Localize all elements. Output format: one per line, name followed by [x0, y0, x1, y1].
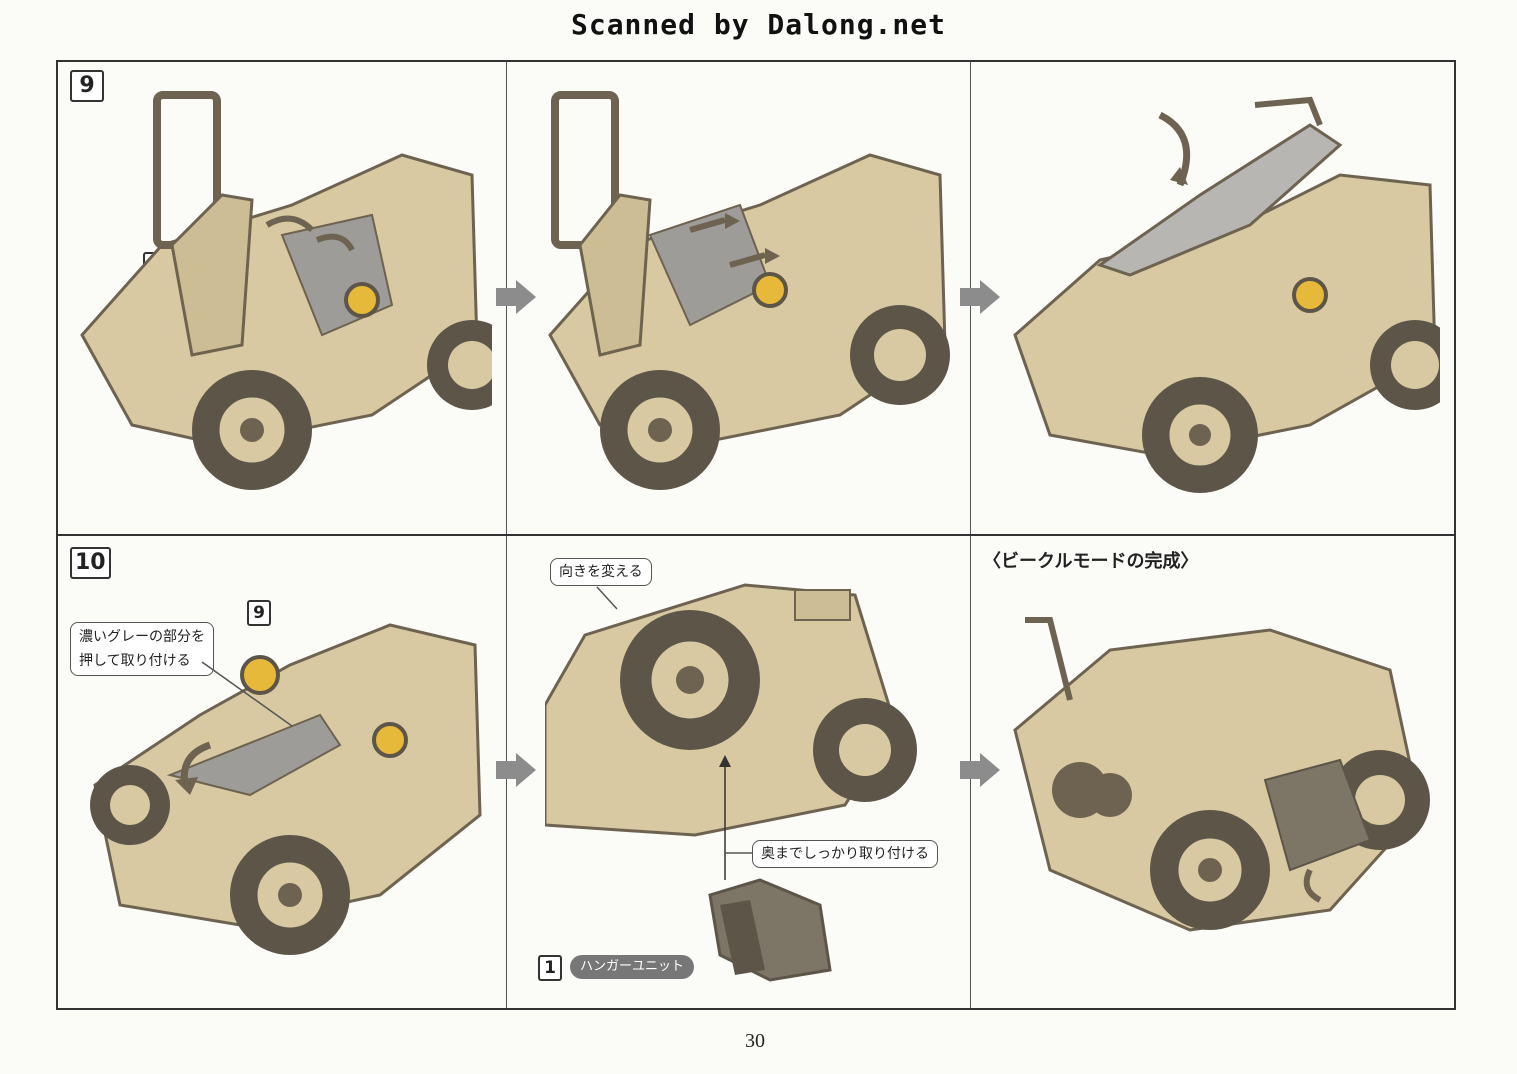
callout-rotate: 向きを変える — [550, 558, 652, 586]
part-name-label: ハンガーユニット — [570, 955, 695, 979]
vehicle-illustration — [90, 623, 482, 955]
vehicle-illustration — [548, 91, 950, 490]
next-arrow-icon — [496, 280, 536, 314]
reference-step-number: 9 — [247, 600, 271, 626]
callout-attach-firmly: 奥までしっかり取り付ける — [752, 840, 938, 868]
scanner-watermark: Scanned by Dalong.net — [570, 8, 946, 41]
step-number: 10 — [70, 547, 111, 579]
next-arrow-icon — [496, 753, 536, 787]
vehicle-illustration — [80, 91, 492, 490]
next-arrow-icon — [960, 753, 1000, 787]
vehicle-mode-complete-heading: 〈ビークルモードの完成〉 — [983, 551, 1199, 572]
callout-press-dark-gray: 濃いグレーの部分を 押して取り付ける — [70, 622, 214, 676]
part-number: 1 — [538, 955, 562, 981]
step-number: 9 — [70, 70, 104, 102]
callout-leader-line — [201, 661, 293, 727]
insert-direction-arrow-icon — [719, 755, 753, 880]
callout-leader-line — [596, 586, 618, 610]
next-arrow-icon — [960, 280, 1000, 314]
vehicle-illustration — [545, 583, 917, 837]
row-divider — [56, 534, 1456, 536]
vehicle-illustration — [1013, 617, 1430, 932]
page-number: 30 — [745, 1030, 765, 1052]
vehicle-illustration — [1013, 96, 1440, 493]
hanger-unit-part — [708, 878, 832, 982]
